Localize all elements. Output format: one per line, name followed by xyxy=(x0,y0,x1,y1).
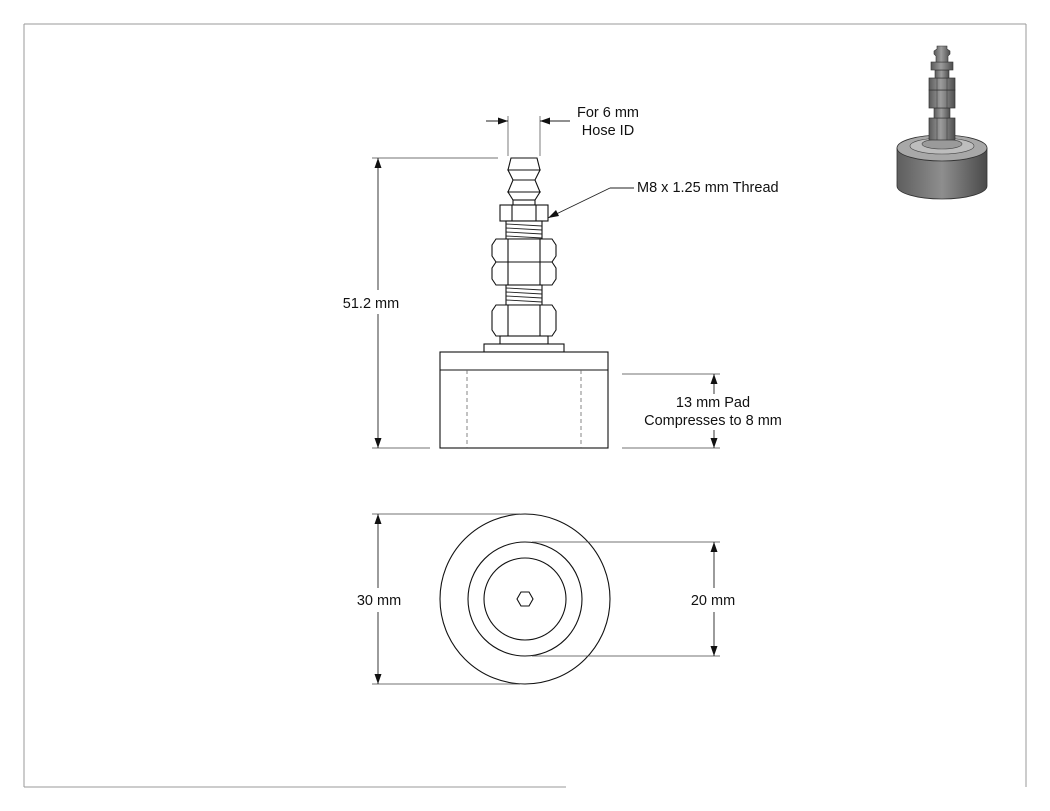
height-dimension: 51.2 mm xyxy=(343,157,498,449)
pad-dimension: 13 mm Pad Compresses to 8 mm xyxy=(622,373,782,449)
threaded-stud-upper xyxy=(505,220,543,240)
hex-nut-3 xyxy=(491,304,557,337)
threaded-stud-lower xyxy=(505,284,543,306)
hex-nut-2 xyxy=(491,261,557,286)
thread-callout: M8 x 1.25 mm Thread xyxy=(547,180,779,219)
hose-label-line1: For 6 mm xyxy=(577,105,639,121)
washer xyxy=(483,335,565,353)
hexagon-socket-icon xyxy=(516,591,534,607)
sheet-border xyxy=(23,23,1027,788)
hex-nut-1 xyxy=(491,238,557,263)
isometric-part-thumbnail xyxy=(896,45,988,200)
pad-label-line1: 13 mm Pad xyxy=(676,395,750,411)
thread-label: M8 x 1.25 mm Thread xyxy=(637,180,779,196)
hose-barb xyxy=(507,157,541,206)
base-puck xyxy=(439,351,609,449)
outer-diameter-dimension: 30 mm xyxy=(357,513,520,685)
top-jam-nut xyxy=(499,204,549,222)
pad-label-line2: Compresses to 8 mm xyxy=(644,413,782,429)
top-view: 30 mm 20 mm xyxy=(357,513,735,685)
height-label: 51.2 mm xyxy=(343,296,399,312)
hose-id-dimension: For 6 mm Hose ID xyxy=(486,105,639,156)
front-view: For 6 mm Hose ID M8 x 1.25 mm Thread 51.… xyxy=(343,105,782,449)
inner-diameter-label: 20 mm xyxy=(691,593,735,609)
inner-diameter-dimension: 20 mm xyxy=(532,541,735,657)
outer-diameter-label: 30 mm xyxy=(357,593,401,609)
hose-label-line2: Hose ID xyxy=(582,123,634,139)
